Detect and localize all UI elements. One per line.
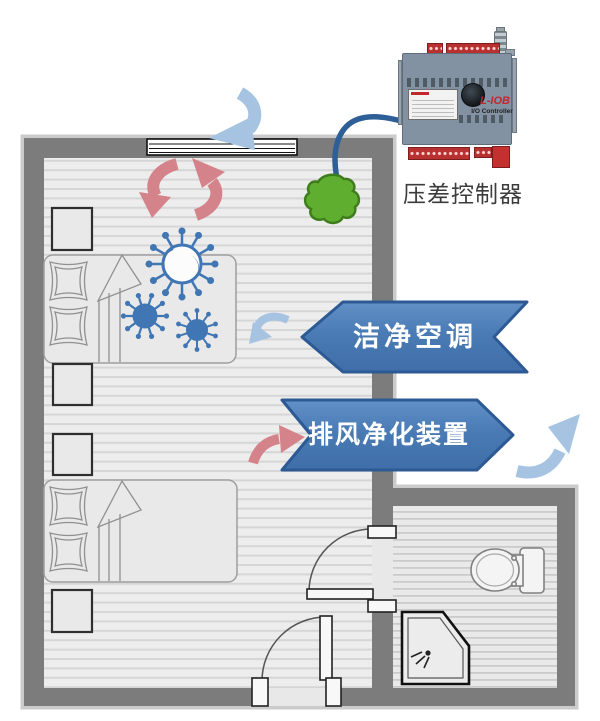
- bathroom-door: [306, 525, 397, 613]
- label-logo: [411, 92, 429, 95]
- circulation-arrows-icon: [139, 158, 225, 221]
- entry-door-leaf: [319, 615, 333, 681]
- supply-inlet-arrow-icon: [249, 312, 290, 344]
- entry-door: [251, 615, 342, 707]
- terminal-block: [408, 147, 470, 160]
- bed-bottom: [43, 479, 238, 583]
- relay-block: [492, 146, 510, 168]
- label-lines: [412, 98, 454, 117]
- io-pin-row: [459, 115, 507, 123]
- nightstand: [51, 432, 94, 477]
- supply-banner: [300, 300, 529, 374]
- exhaust-air-arrow-icon: [515, 414, 580, 479]
- door-jamb: [251, 677, 269, 707]
- door-jamb: [367, 525, 397, 539]
- nightstand: [51, 362, 94, 407]
- bathroom-door-leaf: [306, 588, 374, 600]
- virus-icon-large: [145, 227, 219, 301]
- knob: [461, 83, 485, 107]
- device-brand: L-IOB: [480, 95, 510, 107]
- pressure-sensor-icon: [303, 173, 361, 225]
- exhaust-banner-label: 排风净化装置: [307, 421, 470, 449]
- vent-grille-icon: [146, 138, 298, 156]
- bathroom-door-opening: [372, 538, 393, 600]
- virus-icon-small: [120, 293, 170, 339]
- nightstand: [50, 588, 94, 634]
- device-label: [408, 89, 458, 120]
- controller-body: L-IOB I/O Controller: [402, 53, 513, 145]
- shower-icon: [400, 610, 471, 686]
- exhaust-banner: [280, 398, 515, 472]
- supply-banner-label: 洁净空调: [353, 322, 477, 352]
- din-ear: [398, 60, 402, 125]
- virus-icon-small: [176, 308, 218, 352]
- exhaust-outlet-arrow-icon: [248, 425, 305, 465]
- entry-door-opening: [268, 688, 326, 706]
- door-jamb: [367, 599, 397, 613]
- din-ear: [512, 58, 517, 133]
- io-pin-row: [407, 78, 509, 87]
- shower-head: [425, 650, 431, 656]
- door-jamb: [325, 677, 342, 707]
- nightstand: [50, 206, 94, 252]
- toilet-icon: [470, 547, 545, 594]
- pressure-controller-caption: 压差控制器: [403, 181, 523, 207]
- io-controller-device: L-IOB I/O Controller: [394, 27, 520, 172]
- device-subtitle: I/O Controller: [471, 108, 513, 115]
- sensor-cable: [332, 113, 404, 194]
- terminal-block: [474, 147, 492, 158]
- supply-air-arrow-icon: [209, 87, 262, 150]
